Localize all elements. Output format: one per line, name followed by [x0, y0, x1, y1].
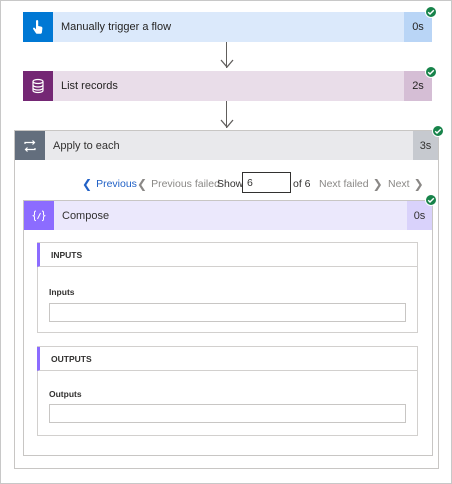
chevron-right-icon: ❯: [413, 177, 424, 191]
previous-failed-button[interactable]: ❮ Previous failed: [137, 175, 220, 193]
next-failed-button[interactable]: Next failed ❯: [319, 175, 383, 193]
chevron-left-icon: ❮: [137, 177, 148, 191]
inputs-label: Inputs: [49, 287, 75, 297]
apply-to-each-success-icon: [432, 125, 444, 137]
outputs-section: OUTPUTS Outputs: [37, 346, 418, 436]
chevron-left-icon: ❮: [82, 177, 93, 191]
compose-duration: 0s: [407, 201, 432, 230]
apply-to-each-container: Apply to each 3s ❮ Previous ❮ Previous f…: [14, 130, 439, 469]
show-label: Show: [217, 178, 244, 190]
previous-button[interactable]: ❮ Previous: [82, 175, 137, 193]
apply-to-each-header[interactable]: Apply to each 3s: [15, 131, 438, 160]
next-label: Next: [388, 178, 410, 190]
connector-arrow: [220, 101, 234, 131]
list-records-step[interactable]: List records 2s: [23, 71, 432, 101]
list-records-icon-box: [23, 71, 53, 101]
next-failed-label: Next failed: [319, 178, 369, 190]
loop-icon: [24, 139, 36, 152]
trigger-step-title: Manually trigger a flow: [61, 21, 172, 33]
trigger-step[interactable]: Manually trigger a flow 0s: [23, 12, 432, 42]
compose-title: Compose: [62, 209, 110, 222]
expression-icon: [24, 201, 54, 230]
outputs-value-box[interactable]: [49, 404, 406, 423]
compose-header[interactable]: Compose 0s: [24, 201, 432, 230]
apply-to-each-title: Apply to each: [53, 139, 120, 152]
compose-success-icon: [425, 194, 437, 206]
compose-action-card: Compose 0s INPUTS Inputs OUTPUTS Outputs: [23, 200, 433, 456]
connector-arrow: [220, 42, 234, 70]
outputs-section-title: OUTPUTS: [37, 347, 417, 371]
trigger-icon-box: [23, 12, 53, 42]
previous-failed-label: Previous failed: [151, 178, 220, 190]
chevron-right-icon: ❯: [372, 177, 383, 191]
apply-to-each-icon-box: [15, 131, 45, 160]
list-records-success-icon: [425, 66, 437, 78]
previous-label: Previous: [96, 178, 137, 190]
outputs-label: Outputs: [49, 389, 82, 399]
hand-pointer-icon: [33, 20, 43, 34]
trigger-success-icon: [425, 6, 437, 18]
database-icon: [32, 78, 44, 94]
of-total-label: of 6: [293, 178, 311, 190]
inputs-section: INPUTS Inputs: [37, 242, 418, 333]
list-records-title: List records: [61, 80, 118, 92]
iteration-number-input[interactable]: [242, 172, 291, 193]
inputs-value-box[interactable]: [49, 303, 406, 322]
next-button[interactable]: Next ❯: [388, 175, 424, 193]
inputs-section-title: INPUTS: [37, 243, 417, 267]
